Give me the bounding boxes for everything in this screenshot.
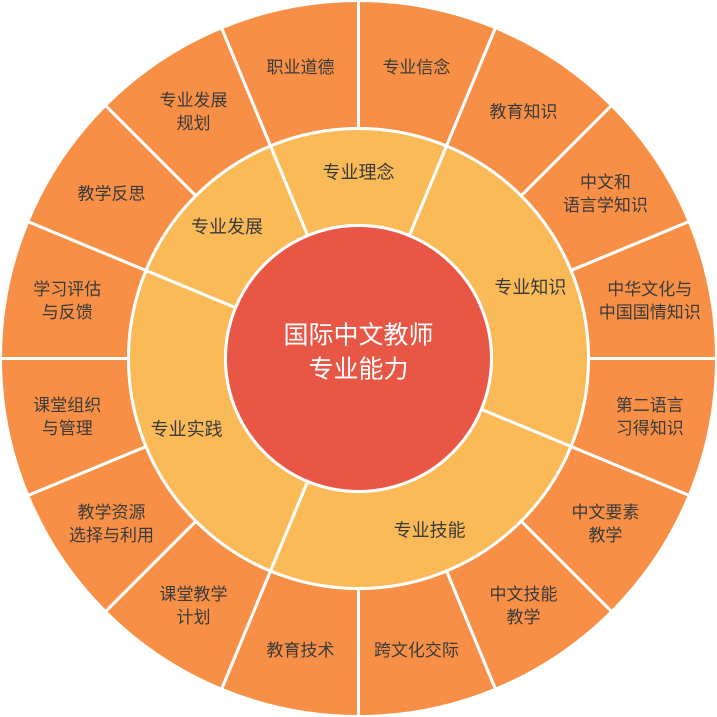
competency-label: 中文和语言学知识 <box>563 173 648 216</box>
competency-label: 教育知识 <box>490 103 558 123</box>
competency-label-line: 课堂组织 <box>33 396 101 416</box>
competency-label-line: 第二语言 <box>616 396 684 416</box>
competency-label-line: 课堂教学 <box>159 585 227 605</box>
competency-label: 中文要素教学 <box>571 503 639 546</box>
competency-label-line: 教学资源 <box>78 503 146 523</box>
competency-label-line: 中华文化与 <box>607 280 692 300</box>
center-title: 国际中文教师专业能力 <box>283 321 433 384</box>
competency-label: 专业信念 <box>382 57 450 78</box>
competency-label-line: 计划 <box>176 608 210 628</box>
competency-label-line: 习得知识 <box>616 419 684 439</box>
competency-label: 职业道德 <box>267 58 335 78</box>
domain-label: 专业实践 <box>151 420 223 441</box>
competency-label-line: 跨文化交际 <box>374 641 459 661</box>
competency-label: 课堂教学计划 <box>159 585 227 628</box>
competency-label: 课堂组织与管理 <box>33 396 101 439</box>
competency-label: 中文技能教学 <box>490 585 558 628</box>
competency-label-line: 与反馈 <box>42 303 93 323</box>
domain-label: 专业技能 <box>394 520 466 541</box>
competency-label: 教学资源选择与利用 <box>69 503 154 546</box>
competency-label-line: 学习评估 <box>33 280 101 300</box>
domain-label-line: 专业技能 <box>394 520 466 541</box>
domain-label-line: 专业发展 <box>191 217 263 238</box>
competency-label-line: 专业信念 <box>382 57 450 78</box>
domain-label: 专业发展 <box>191 217 263 238</box>
center-title-line: 国际中文教师 <box>283 321 433 350</box>
competency-label: 教学反思 <box>78 184 146 204</box>
competency-label-line: 教育知识 <box>490 103 558 123</box>
domain-label-line: 专业理念 <box>323 162 395 184</box>
competency-label-line: 选择与利用 <box>69 526 154 546</box>
competency-label-line: 教学反思 <box>78 184 146 204</box>
competency-label: 第二语言习得知识 <box>616 396 684 439</box>
competency-label-line: 规划 <box>176 114 210 134</box>
center-title-line: 专业能力 <box>308 355 408 384</box>
center-circle <box>224 224 493 493</box>
competency-label: 中华文化与中国国情知识 <box>599 280 701 323</box>
competency-label-line: 与管理 <box>42 419 93 439</box>
competency-label-line: 语言学知识 <box>563 196 648 216</box>
domain-label: 专业知识 <box>494 277 566 298</box>
competency-label-line: 教学 <box>588 526 622 546</box>
competency-label: 教育技术 <box>267 641 335 661</box>
domain-label-line: 专业实践 <box>151 420 223 441</box>
domain-label-line: 专业知识 <box>494 277 566 298</box>
competency-label-line: 中文技能 <box>490 585 558 605</box>
competency-label: 跨文化交际 <box>374 641 459 661</box>
competency-label: 学习评估与反馈 <box>33 280 101 323</box>
competency-label-line: 中文和 <box>580 173 631 193</box>
competency-label-line: 中国国情知识 <box>599 303 701 323</box>
competency-label-line: 专业发展 <box>159 91 227 111</box>
competency-label-line: 教学 <box>507 608 541 628</box>
center-circle-group: 国际中文教师专业能力 <box>224 224 493 493</box>
competency-label-line: 职业道德 <box>267 58 335 78</box>
domain-label: 专业理念 <box>323 162 395 184</box>
competency-label-line: 教育技术 <box>267 641 335 661</box>
competency-label: 专业发展规划 <box>159 91 227 134</box>
competency-label-line: 中文要素 <box>571 503 639 523</box>
